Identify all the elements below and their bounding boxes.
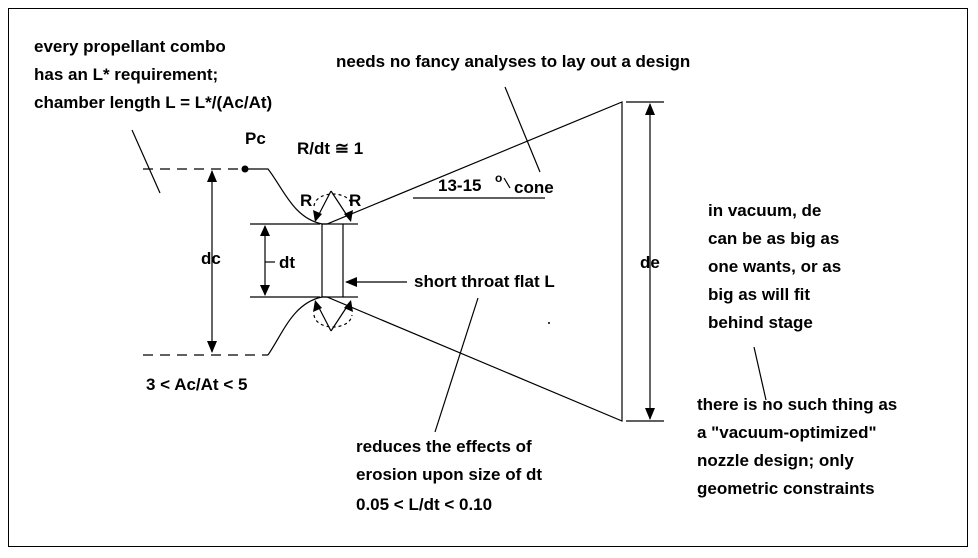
- note-vacuum-line-1: in vacuum, de: [708, 201, 822, 220]
- label-pc: Pc: [245, 129, 266, 148]
- note-vacuum-line-2: can be as big as: [708, 229, 840, 248]
- throat-section: [321, 223, 344, 298]
- note-no-fancy: needs no fancy analyses to lay out a des…: [336, 52, 691, 71]
- radius-arrowhead-right-upper: [344, 210, 353, 222]
- note-no-vacuum-opt-line-1: there is no such thing as: [697, 395, 898, 414]
- leader-no-fancy: [504, 86, 541, 173]
- note-erosion-line-2: erosion upon size of dt: [356, 465, 543, 484]
- note-no-vacuum-opt-line-4: geometric constraints: [697, 479, 875, 498]
- throat-leader-arrowhead: [345, 277, 357, 287]
- note-erosion-line-1: reduces the effects of: [356, 437, 532, 456]
- label-r-left: R: [300, 191, 313, 210]
- label-cone-angle: 13-15: [438, 176, 482, 195]
- leader-lstar: [131, 129, 161, 194]
- de-arrow-bottom: [645, 408, 655, 420]
- nozzle-upper-wall: [245, 101, 623, 422]
- stray-dot: [548, 322, 550, 324]
- label-dt: dt: [279, 253, 296, 272]
- note-erosion-line-3: 0.05 < L/dt < 0.10: [356, 495, 493, 514]
- leader-erosion: [434, 297, 479, 433]
- radius-arrowhead-left-upper: [313, 210, 322, 222]
- label-de: de: [640, 253, 660, 272]
- note-vacuum-line-5: behind stage: [708, 313, 813, 332]
- label-r-right: R: [349, 191, 362, 210]
- note-no-vacuum-opt-line-2: a "vacuum-optimized": [697, 423, 877, 442]
- dc-arrow-bottom: [207, 341, 217, 353]
- leader-no-vacuum-opt: [753, 346, 767, 401]
- de-arrow-top: [645, 103, 655, 115]
- radius-arrowhead-right-lower: [344, 300, 353, 312]
- note-vacuum-line-3: one wants, or as: [708, 257, 842, 276]
- note-l-star-line-3: chamber length L = L*/(Ac/At): [34, 93, 273, 112]
- note-vacuum-line-4: big as will fit: [708, 285, 811, 304]
- dc-arrow-top: [207, 170, 217, 182]
- throat-upper-arc: [313, 193, 353, 207]
- label-throat: short throat flat L: [414, 272, 555, 291]
- label-r-dt: R/dt ≅ 1: [297, 139, 364, 158]
- label-dc: dc: [201, 249, 221, 268]
- label-cone-word: cone: [514, 178, 554, 197]
- leader-cone-angle: [503, 177, 511, 189]
- label-degree: o: [495, 171, 503, 185]
- note-no-vacuum-opt-line-3: nozzle design; only: [697, 451, 854, 470]
- pc-point: [241, 165, 249, 173]
- dt-arrow-top: [260, 225, 270, 236]
- throat-lower-arc: [313, 314, 353, 328]
- radius-arrowhead-left-lower: [313, 300, 322, 312]
- note-l-star-line-2: has an L* requirement;: [34, 65, 219, 84]
- label-area-ratio: 3 < Ac/At < 5: [146, 375, 248, 394]
- note-l-star-line-1: every propellant combo: [34, 37, 226, 56]
- dt-arrow-bottom: [260, 285, 270, 296]
- diagram-frame: [8, 8, 968, 547]
